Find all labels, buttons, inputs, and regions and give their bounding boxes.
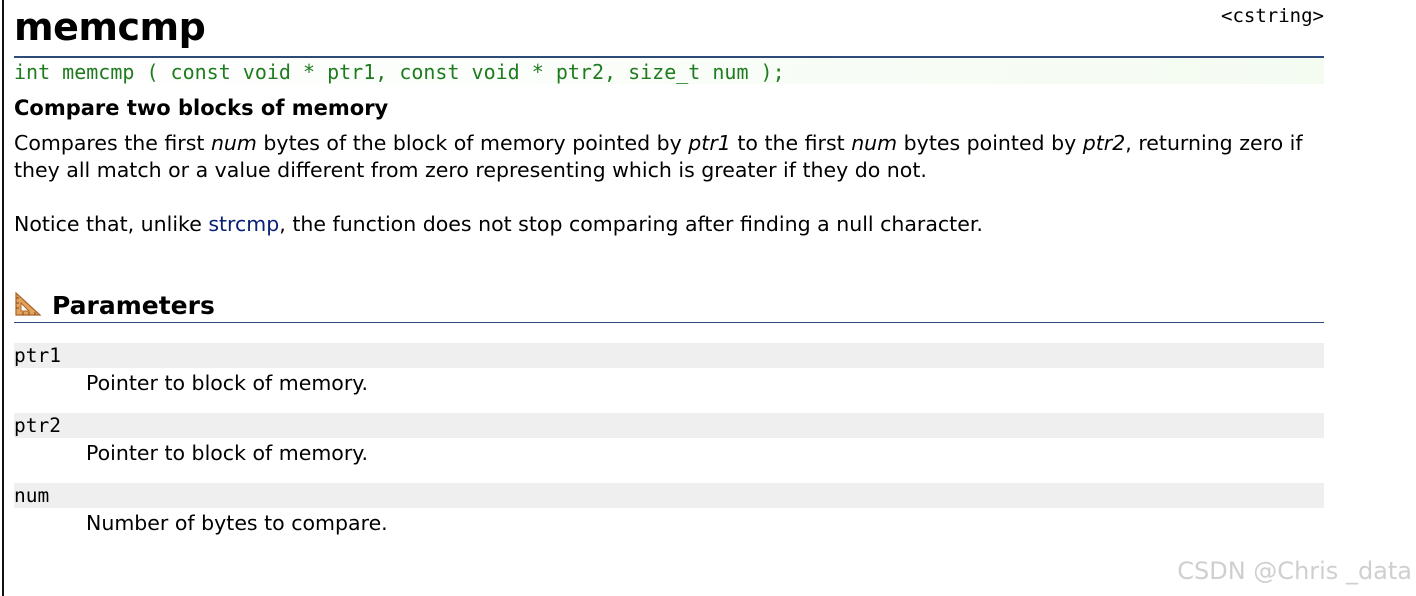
param-ref-num: num bbox=[851, 131, 898, 155]
parameter-description: Pointer to block of memory. bbox=[86, 441, 368, 465]
header-library: <cstring> bbox=[1221, 5, 1324, 27]
function-prototype: int memcmp ( const void * ptr1, const vo… bbox=[14, 58, 1324, 84]
desc-text: Notice that, unlike bbox=[14, 212, 209, 236]
parameter-item: ptr1 Pointer to block of memory. bbox=[14, 343, 1324, 398]
parameter-name: ptr2 bbox=[14, 413, 1324, 438]
desc-text: Compares the first bbox=[14, 131, 211, 155]
description-paragraph-1: Compares the first num bytes of the bloc… bbox=[14, 130, 1324, 184]
desc-text: bytes of the block of memory pointed by bbox=[256, 131, 689, 155]
desc-text: , returning zero if they all match or a … bbox=[14, 131, 1303, 182]
function-summary: Compare two blocks of memory bbox=[14, 96, 389, 120]
strcmp-link[interactable]: strcmp bbox=[208, 212, 280, 236]
param-ref-ptr1: ptr1 bbox=[688, 131, 731, 155]
watermark: CSDN @Chris _data bbox=[1177, 557, 1412, 585]
description-paragraph-2: Notice that, unlike strcmp, the function… bbox=[14, 211, 1324, 238]
parameter-name: num bbox=[14, 483, 1324, 508]
desc-text: to the first bbox=[730, 131, 852, 155]
page-title: memcmp bbox=[14, 5, 206, 49]
left-border bbox=[2, 0, 4, 596]
parameter-description: Pointer to block of memory. bbox=[86, 371, 368, 395]
parameter-item: ptr2 Pointer to block of memory. bbox=[14, 413, 1324, 468]
parameter-description: Number of bytes to compare. bbox=[86, 511, 388, 535]
param-ref-num: num bbox=[210, 131, 257, 155]
set-square-icon bbox=[15, 291, 42, 316]
desc-text: bytes pointed by bbox=[897, 131, 1083, 155]
desc-text: , the function does not stop comparing a… bbox=[279, 212, 983, 236]
parameters-section-header: Parameters bbox=[14, 288, 1324, 323]
title-divider bbox=[14, 56, 1324, 58]
parameter-item: num Number of bytes to compare. bbox=[14, 483, 1324, 538]
param-ref-ptr2: ptr2 bbox=[1082, 131, 1126, 155]
parameters-heading: Parameters bbox=[52, 291, 215, 320]
description: Compares the first num bytes of the bloc… bbox=[14, 130, 1324, 265]
parameter-name: ptr1 bbox=[14, 343, 1324, 368]
